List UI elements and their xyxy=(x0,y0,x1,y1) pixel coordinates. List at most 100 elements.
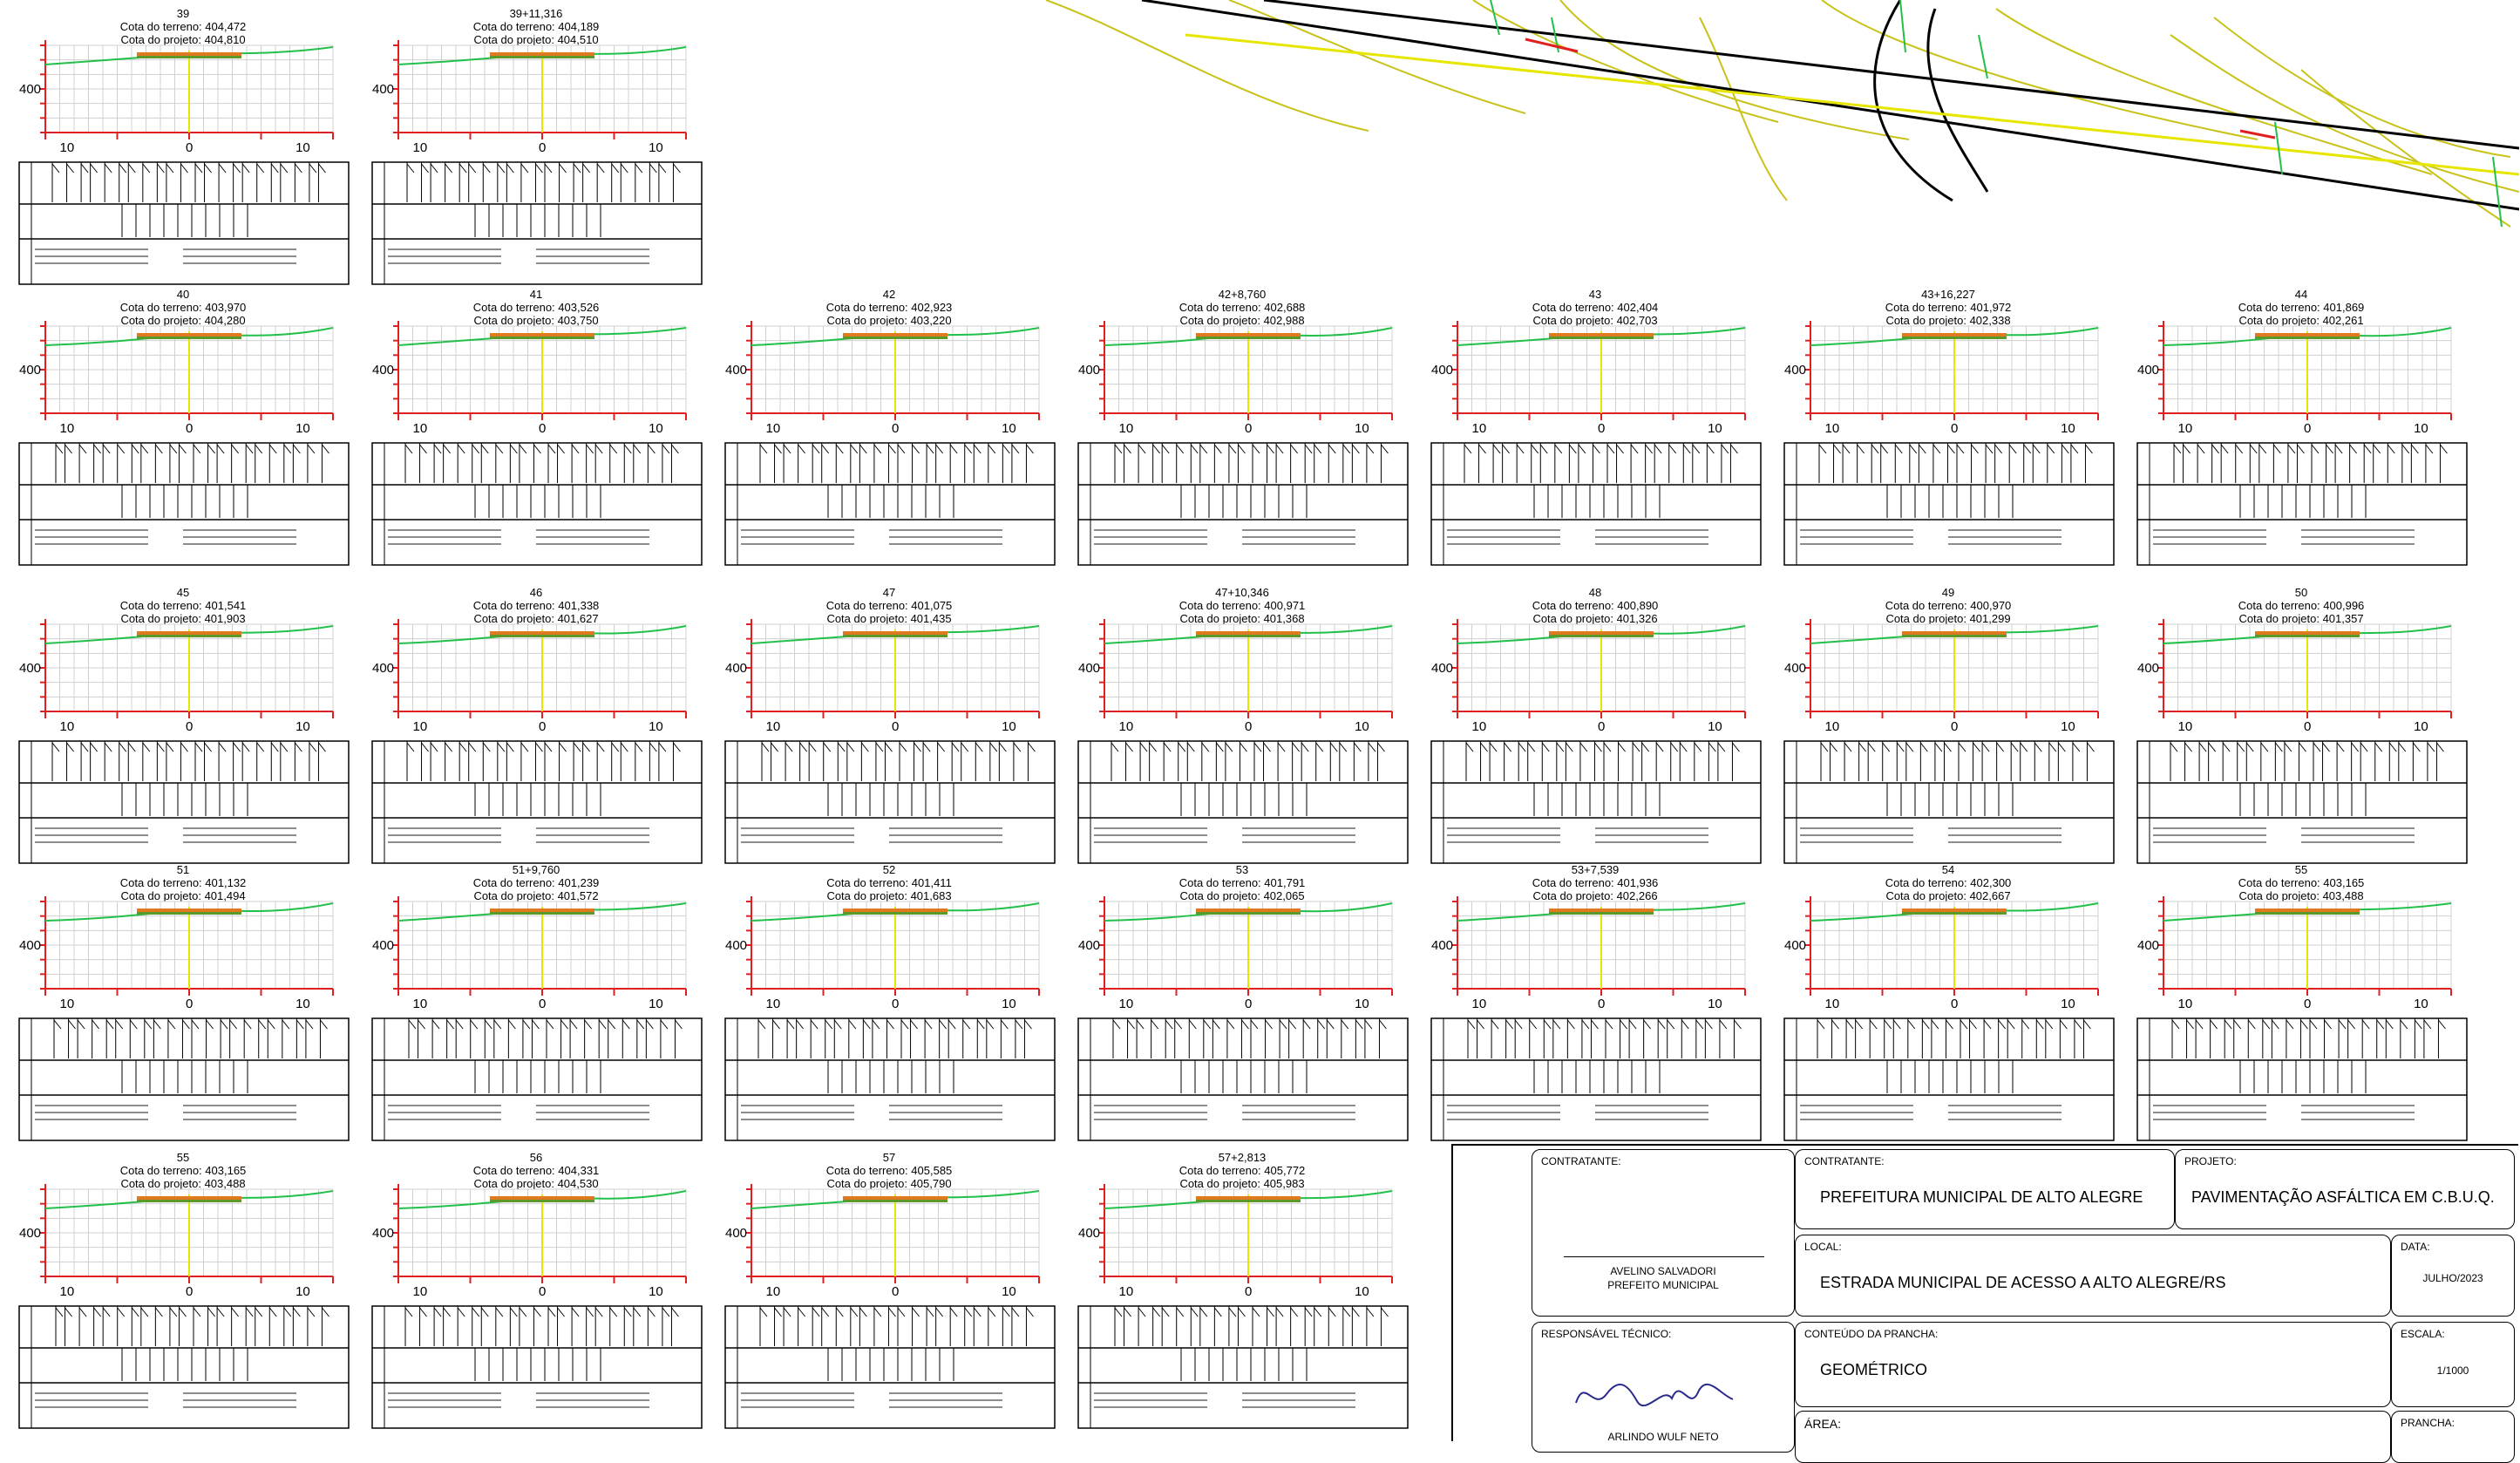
local-box: LOCAL: ESTRADA MUNICIPAL DE ACESSO A ALT… xyxy=(1795,1235,2391,1317)
tick-left: 10 xyxy=(60,140,75,155)
station-label: 40 xyxy=(176,288,190,301)
axis-label: 400 xyxy=(19,938,41,953)
tick-right: 10 xyxy=(2061,719,2075,734)
project-value: 403,488 xyxy=(2322,889,2364,902)
axis-label: 400 xyxy=(1431,938,1453,953)
terrain-prefix: Cota do terreno: xyxy=(472,301,559,314)
project-value: 402,065 xyxy=(1263,889,1305,902)
escala-label: ESCALA: xyxy=(2401,1328,2445,1340)
station-label: 44 xyxy=(2294,288,2308,301)
tick-left: 10 xyxy=(766,421,781,436)
tick-left: 10 xyxy=(766,719,781,734)
project-elevation: Cota do projeto: 402,703 xyxy=(1430,314,1761,327)
tick-right: 10 xyxy=(295,421,310,436)
prancha-label: PRANCHA: xyxy=(2401,1417,2455,1429)
terrain-elevation: Cota do terreno: 405,585 xyxy=(723,1164,1055,1177)
project-prefix: Cota do projeto: xyxy=(120,314,205,327)
station-label: 42 xyxy=(882,288,896,301)
project-prefix: Cota do projeto: xyxy=(1179,612,1264,625)
project-elevation: Cota do projeto: 403,220 xyxy=(723,314,1055,327)
tick-right: 10 xyxy=(649,719,663,734)
contratante-value-box: CONTRATANTE: PREFEITURA MUNICIPAL DE ALT… xyxy=(1795,1149,2175,1229)
data-box: DATA: JULHO/2023 xyxy=(2391,1235,2515,1317)
terrain-value: 401,936 xyxy=(1617,876,1659,889)
tick-right: 10 xyxy=(1355,1284,1369,1299)
terrain-value: 403,165 xyxy=(205,1164,247,1177)
tick-right: 10 xyxy=(2414,421,2428,436)
tick-right: 10 xyxy=(2414,997,2428,1011)
axis-label: 400 xyxy=(19,1226,41,1241)
terrain-prefix: Cota do terreno: xyxy=(1178,301,1265,314)
project-elevation: Cota do projeto: 401,627 xyxy=(370,612,702,625)
tick-center: 0 xyxy=(186,140,193,155)
terrain-elevation: Cota do terreno: 401,239 xyxy=(370,876,702,889)
project-value: 402,667 xyxy=(1969,889,2011,902)
project-value: 404,510 xyxy=(557,33,599,46)
project-elevation: Cota do projeto: 402,338 xyxy=(1783,314,2114,327)
tick-right: 10 xyxy=(649,997,663,1011)
station-label: 47 xyxy=(882,586,896,599)
project-elevation: Cota do projeto: 403,488 xyxy=(2136,889,2467,902)
tick-left: 10 xyxy=(766,1284,781,1299)
axis-label: 400 xyxy=(725,938,747,953)
axis-label: 400 xyxy=(1078,661,1100,676)
area-box: ÁREA: xyxy=(1795,1411,2391,1463)
project-value: 401,357 xyxy=(2322,612,2364,625)
tick-center: 0 xyxy=(1951,421,1958,436)
terrain-value: 401,791 xyxy=(1264,876,1306,889)
project-prefix: Cota do projeto: xyxy=(473,612,558,625)
terrain-prefix: Cota do terreno: xyxy=(1532,599,1618,612)
project-prefix: Cota do projeto: xyxy=(120,612,205,625)
project-value: 402,338 xyxy=(1969,314,2011,327)
terrain-value: 401,541 xyxy=(205,599,247,612)
project-elevation: Cota do projeto: 401,368 xyxy=(1077,612,1408,625)
station-label: 57 xyxy=(882,1151,896,1164)
axis-label: 400 xyxy=(19,82,41,97)
axis-label: 400 xyxy=(1784,661,1806,676)
terrain-prefix: Cota do terreno: xyxy=(472,599,559,612)
terrain-value: 405,585 xyxy=(911,1164,953,1177)
responsavel-box: RESPONSÁVEL TÉCNICO: ARLINDO WULF NETO xyxy=(1532,1322,1795,1453)
terrain-prefix: Cota do terreno: xyxy=(1178,599,1265,612)
title-block: CONTRATANTE: AVELINO SALVADORI PREFEITO … xyxy=(1451,1144,2518,1463)
terrain-value: 400,996 xyxy=(2323,599,2365,612)
tick-right: 10 xyxy=(1002,719,1016,734)
terrain-value: 402,300 xyxy=(1970,876,2012,889)
station-label: 47+10,346 xyxy=(1215,586,1269,599)
tick-left: 10 xyxy=(1119,719,1134,734)
project-value: 402,988 xyxy=(1263,314,1305,327)
conteudo-value: GEOMÉTRICO xyxy=(1820,1361,1928,1378)
area-label: ÁREA: xyxy=(1804,1417,1842,1431)
tick-right: 10 xyxy=(295,1284,310,1299)
contratante-label: CONTRATANTE: xyxy=(1541,1155,1621,1167)
terrain-elevation: Cota do terreno: 401,791 xyxy=(1077,876,1408,889)
terrain-value: 404,189 xyxy=(558,20,600,33)
project-elevation: Cota do projeto: 401,683 xyxy=(723,889,1055,902)
tick-right: 10 xyxy=(295,140,310,155)
tick-right: 10 xyxy=(295,997,310,1011)
station-label: 39+11,316 xyxy=(509,7,563,20)
station-label: 50 xyxy=(2294,586,2308,599)
tick-center: 0 xyxy=(2304,719,2311,734)
project-prefix: Cota do projeto: xyxy=(473,1177,558,1190)
project-elevation: Cota do projeto: 404,280 xyxy=(17,314,349,327)
tick-center: 0 xyxy=(892,1284,899,1299)
project-prefix: Cota do projeto: xyxy=(473,889,558,902)
